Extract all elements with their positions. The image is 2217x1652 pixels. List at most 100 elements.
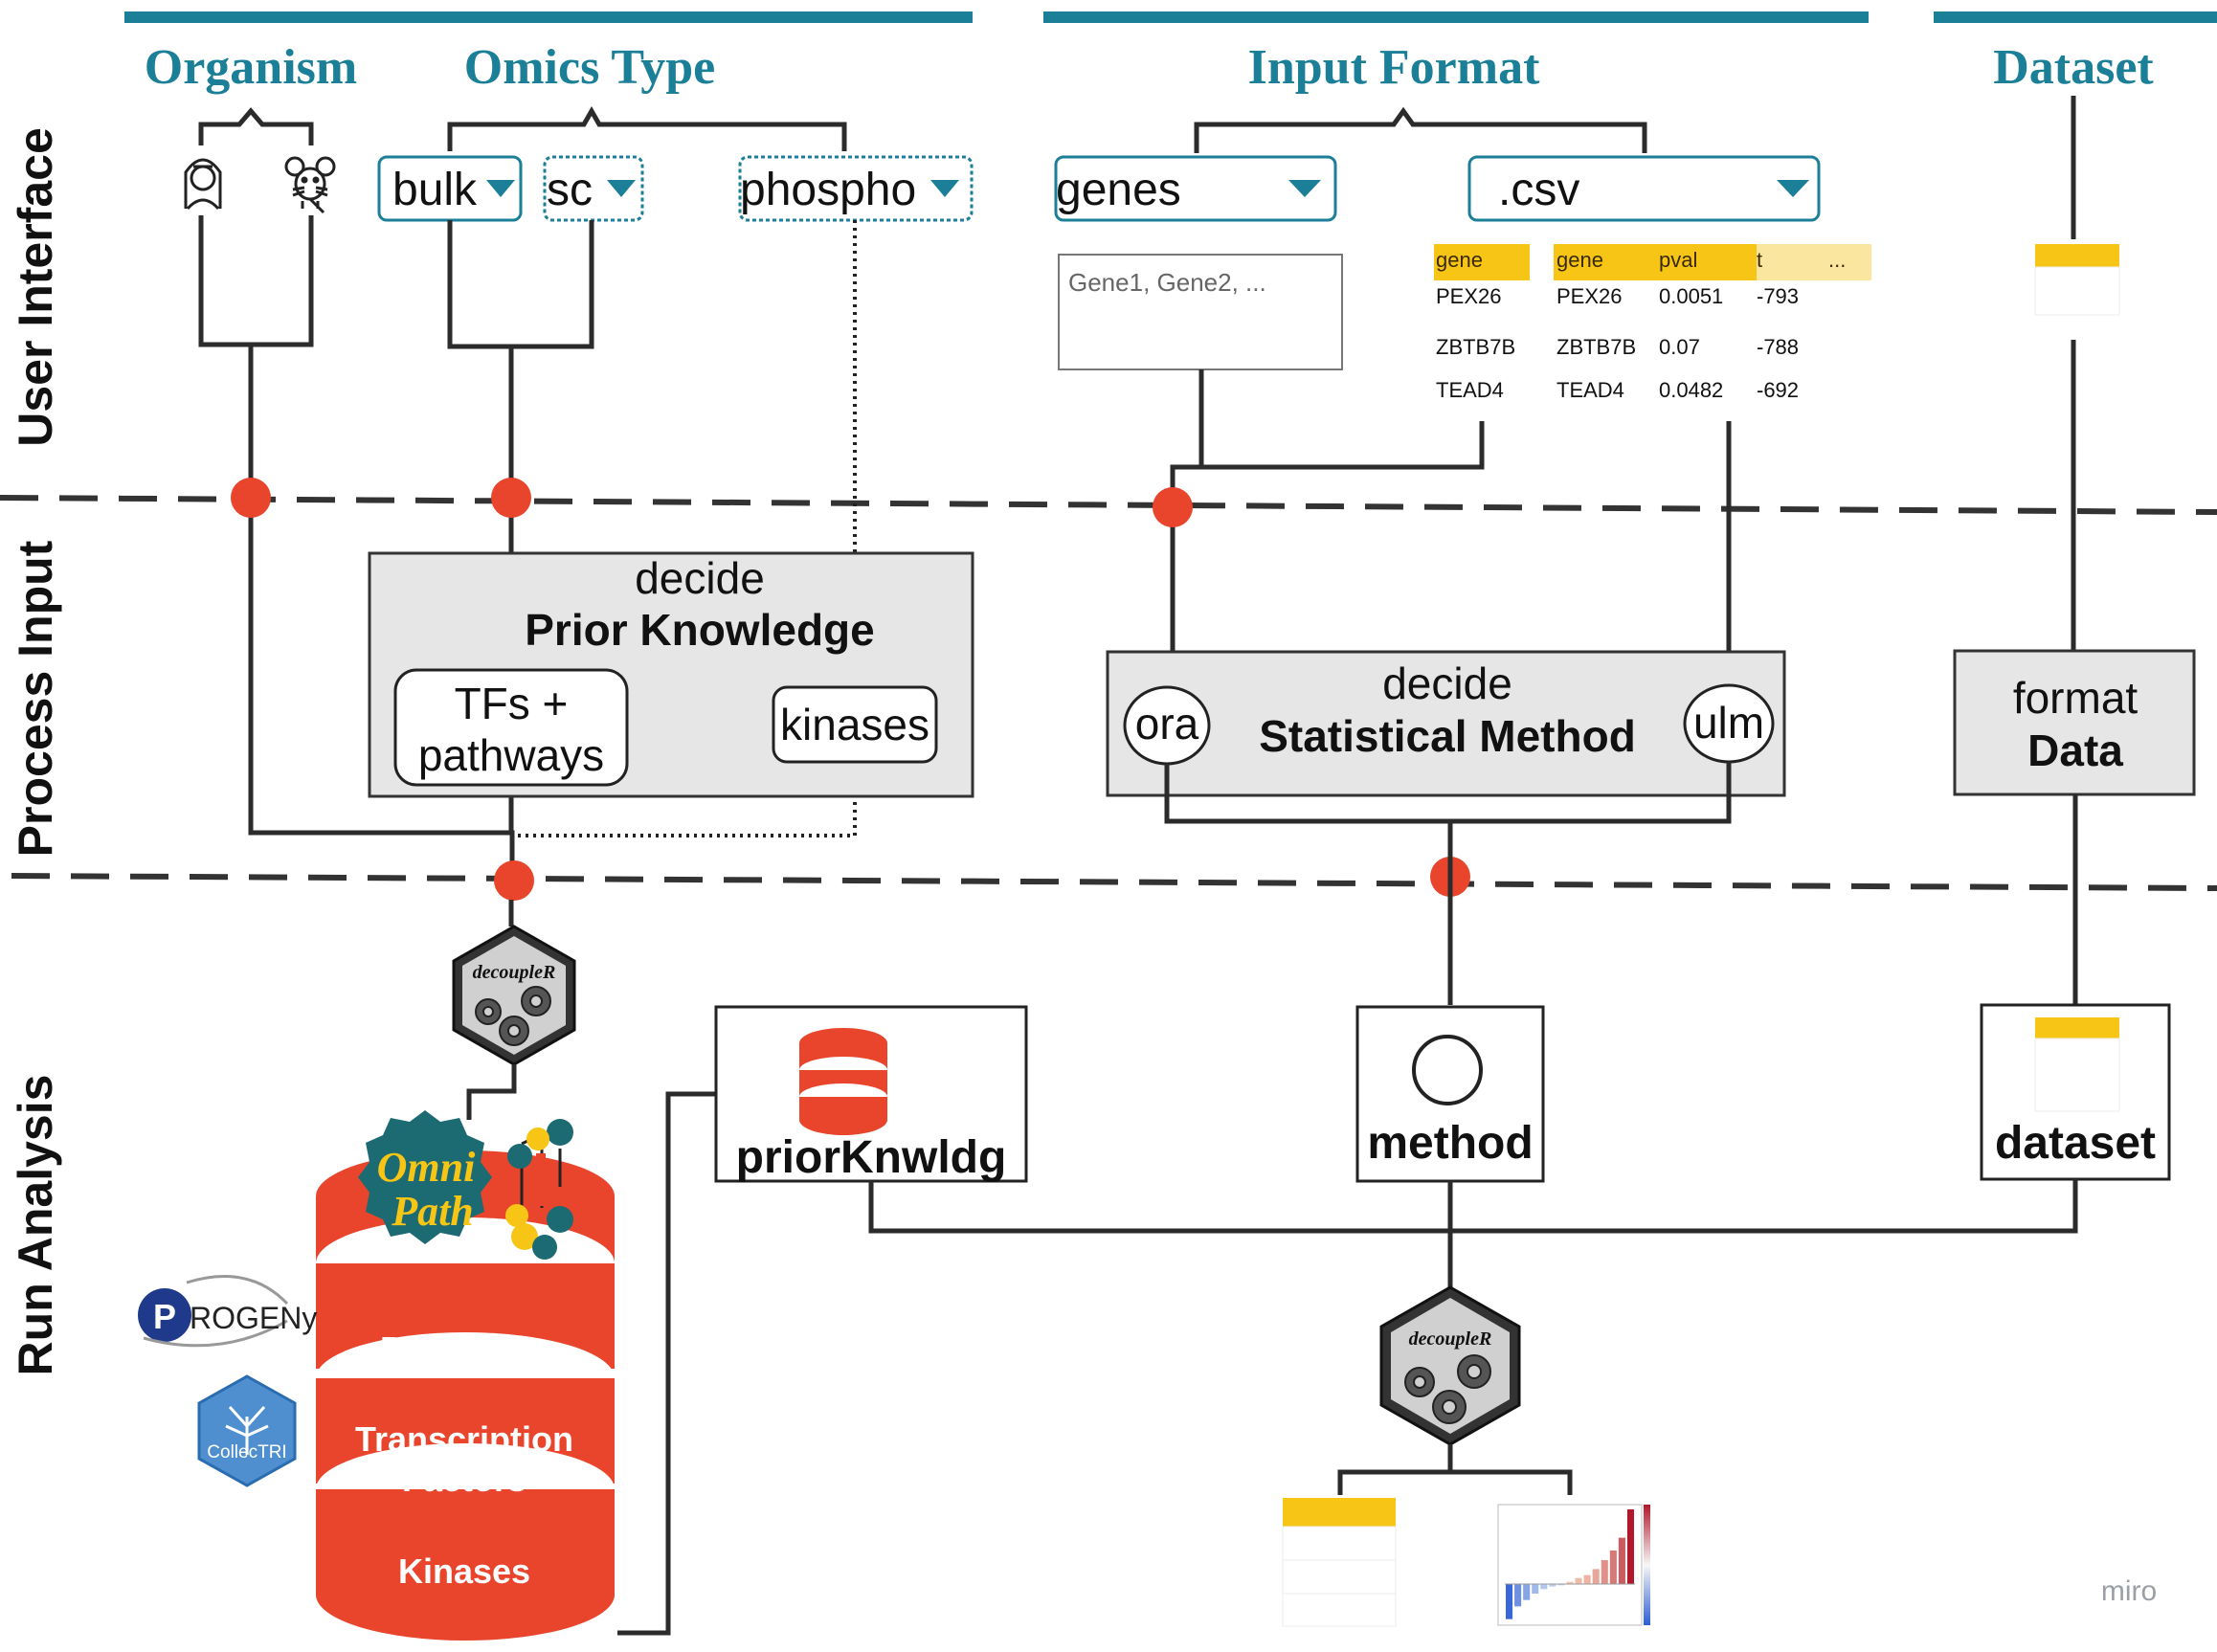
gear-icon [475,986,551,1046]
chart-bar [1549,1584,1556,1587]
sc-dropdown[interactable]: sc [543,155,644,222]
chart-bar [1540,1584,1548,1590]
gear-icon [1404,1354,1491,1424]
output-connector [1337,1444,1573,1495]
database-stack: Pathways Transcription Factors Kinases [316,1150,615,1641]
dataset-node: dataset [1980,1003,2171,1181]
chart-bar [1523,1584,1531,1600]
decoupler-bottom-label: decoupleR [1409,1328,1492,1350]
mouse-icon[interactable] [284,156,336,214]
chart-bar [1592,1569,1600,1584]
genes-dropdown[interactable]: genes [1054,155,1337,222]
db-label-tf-line1: Transcription [355,1419,573,1459]
junction-dot [494,860,534,901]
gene-list-input[interactable]: Gene1, Gene2, ... [1058,254,1343,370]
organism-brace [198,107,314,145]
table-header: gene [1556,248,1603,272]
header-bar-left [124,11,973,23]
progeny-p: P [153,1297,176,1336]
junction-dot [491,478,531,518]
section-title-dataset: Dataset [1993,40,2154,95]
section-title-omics-type: Omics Type [464,40,715,95]
format-data-line2: Data [2027,726,2123,775]
woman-icon[interactable] [184,158,222,211]
dataset-node-label: dataset [1995,1118,2156,1169]
chart-bar [1557,1584,1565,1586]
table-cell: TEAD4 [1436,378,1504,402]
bulk-dropdown[interactable]: bulk [377,155,523,222]
kinases-option[interactable]: kinases [772,685,938,764]
table-cell: -692 [1757,378,1799,402]
csv-table-full: gene pval t ... PEX26 0.0051 -793 ZBTB7B… [1554,244,1871,402]
progeny-logo: P ROGENy [138,1275,317,1348]
header-bar-right [1934,11,2217,23]
section-title-organism: Organism [145,40,357,95]
statistical-method-line2: Statistical Method [1259,711,1636,761]
table-cell: ZBTB7B [1556,335,1636,359]
chevron-down-icon [486,180,515,197]
merge-connector [868,1179,2078,1287]
section-title-input-format: Input Format [1248,40,1540,95]
collectri-logo: CollecTRI [197,1374,297,1487]
omics-brace [447,105,847,151]
tfs-pathways-line1: TFs + [455,679,569,728]
decoupler-label: decoupleR [473,962,556,983]
collectri-label: CollecTRI [207,1442,286,1462]
row-label-run-analysis: Run Analysis [9,1075,62,1376]
table-cell: TEAD4 [1556,378,1624,402]
method-node-label: method [1367,1118,1533,1169]
prior-knowledge-line2: Prior Knowledge [525,605,874,655]
row-label-user-interface: User Interface [9,127,62,447]
decoupler-top-hexagon: decoupleR [452,925,576,1066]
table-header: pval [1659,248,1697,272]
bulk-dropdown-label: bulk [392,165,478,215]
input-format-brace [1194,106,1647,153]
phospho-dotted-connector [517,220,857,837]
table-cell: PEX26 [1436,284,1502,308]
genes-dropdown-label: genes [1056,165,1181,215]
chart-bar [1514,1584,1522,1607]
csv-dropdown[interactable]: .csv [1467,155,1821,222]
format-data-line1: format [2013,673,2139,723]
chart-bar [1532,1584,1539,1594]
decoupler-bottom-hexagon: decoupleR [1379,1285,1521,1446]
output-table-icon [1282,1498,1397,1627]
db-label-tf-line2: Factors [402,1460,526,1499]
dataset-preview-icon [2034,244,2120,316]
chevron-down-icon [1777,180,1809,197]
prior-knowledge-node: priorKnwldg [714,1005,1028,1183]
organism-connector [198,215,515,881]
kinases-option-label: kinases [780,700,929,749]
csv-dropdown-label: .csv [1498,165,1579,215]
phospho-dropdown[interactable]: phospho [738,155,974,222]
table-cell: -793 [1757,284,1799,308]
db-label-pathways: Pathways [380,1329,539,1369]
separator-line-1 [0,495,2217,515]
table-cell: -788 [1757,335,1799,359]
ulm-option[interactable]: ulm [1683,683,1775,764]
row-label-process-input: Process Input [9,540,62,857]
chart-bar [1575,1577,1582,1584]
csv-table-gene-only: gene PEX26 ZBTB7B TEAD4 [1434,244,1530,402]
circle-icon [1412,1035,1483,1105]
prior-knowledge-line1: decide [635,553,765,603]
ulm-option-label: ulm [1693,698,1764,748]
network-icon [505,1119,573,1260]
format-data-box: format Data [1953,649,2196,796]
table-cell: 0.0051 [1659,284,1723,308]
gene-list-placeholder: Gene1, Gene2, ... [1068,268,1266,297]
tfs-pathways-option[interactable]: TFs + pathways [393,668,629,787]
db-to-prior-connector [617,1091,716,1636]
omnipath-logo: Omni Path [358,1110,492,1244]
database-icon [799,1028,887,1135]
statistical-method-line1: decide [1382,659,1512,708]
ora-option[interactable]: ora [1123,685,1211,766]
db-label-kinases: Kinases [398,1552,530,1591]
chart-bar [1601,1560,1608,1584]
table-header: t [1757,248,1762,272]
sc-dropdown-label: sc [547,165,593,215]
chart-bar [1506,1584,1513,1619]
miro-watermark: miro [2101,1575,2157,1607]
chart-bar [1618,1537,1625,1584]
statistical-method-box: decide Statistical Method ora ulm [1106,650,1786,797]
